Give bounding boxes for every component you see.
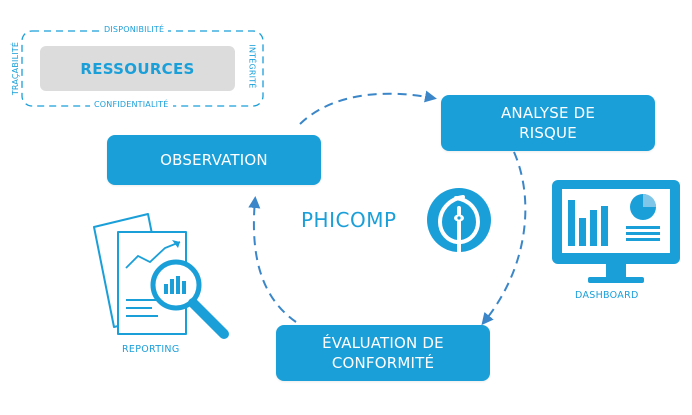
reporting-label: REPORTING (122, 344, 180, 355)
resources-top-label: DISPONIBILITÉ (100, 25, 169, 34)
analyse-risque-node: ANALYSE DE RISQUE (441, 95, 655, 151)
resources-box: RESSOURCES (40, 46, 235, 91)
phi-logo-icon (427, 188, 491, 254)
observation-node: OBSERVATION (107, 135, 321, 185)
arrow-evaluation-to-observation (248, 196, 297, 323)
arrow-observation-to-analyse (299, 90, 437, 125)
resources-left-label: TRAÇABILITÉ (11, 38, 21, 99)
dashboard-label: DASHBOARD (575, 290, 639, 301)
report-magnifier-icon (93, 213, 229, 339)
evaluation-label-line2: CONFORMITÉ (331, 354, 435, 372)
monitor-chart-icon (552, 180, 680, 283)
resources-bottom-label: CONFIDENTIALITÉ (90, 100, 173, 109)
resources-label: RESSOURCES (80, 59, 195, 78)
evaluation-label-line1: ÉVALUATION DE (322, 334, 444, 352)
analyse-label-line1: ANALYSE DE (500, 104, 596, 122)
analyse-label-line2: RISQUE (519, 124, 577, 142)
arrow-analyse-to-evaluation (481, 151, 527, 326)
observation-label: OBSERVATION (160, 151, 268, 169)
evaluation-conformite-node: ÉVALUATION DE CONFORMITÉ (276, 325, 490, 381)
resources-right-label: INTÉGRITÉ (247, 41, 257, 92)
phicomp-title: PHICOMP (301, 208, 397, 232)
